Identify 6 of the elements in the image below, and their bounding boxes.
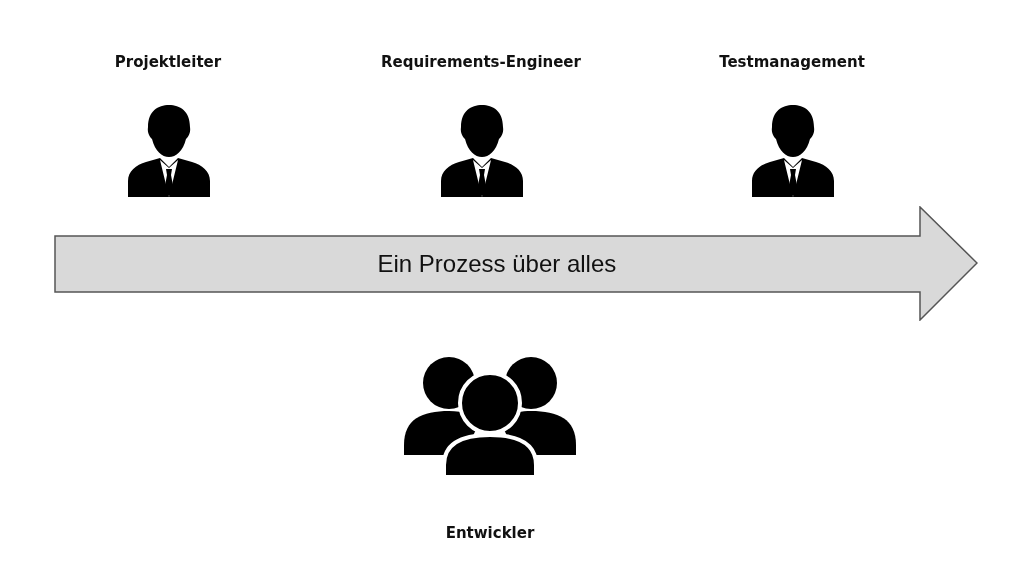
role-label: Testmanagement <box>719 53 865 71</box>
process-arrow <box>54 206 978 321</box>
role-label: Entwickler <box>445 524 535 542</box>
role-label: Requirements-Engineer <box>381 53 581 71</box>
arrow-label: Ein Prozess über alles <box>377 250 617 278</box>
role-label: Projektleiter <box>114 53 222 71</box>
